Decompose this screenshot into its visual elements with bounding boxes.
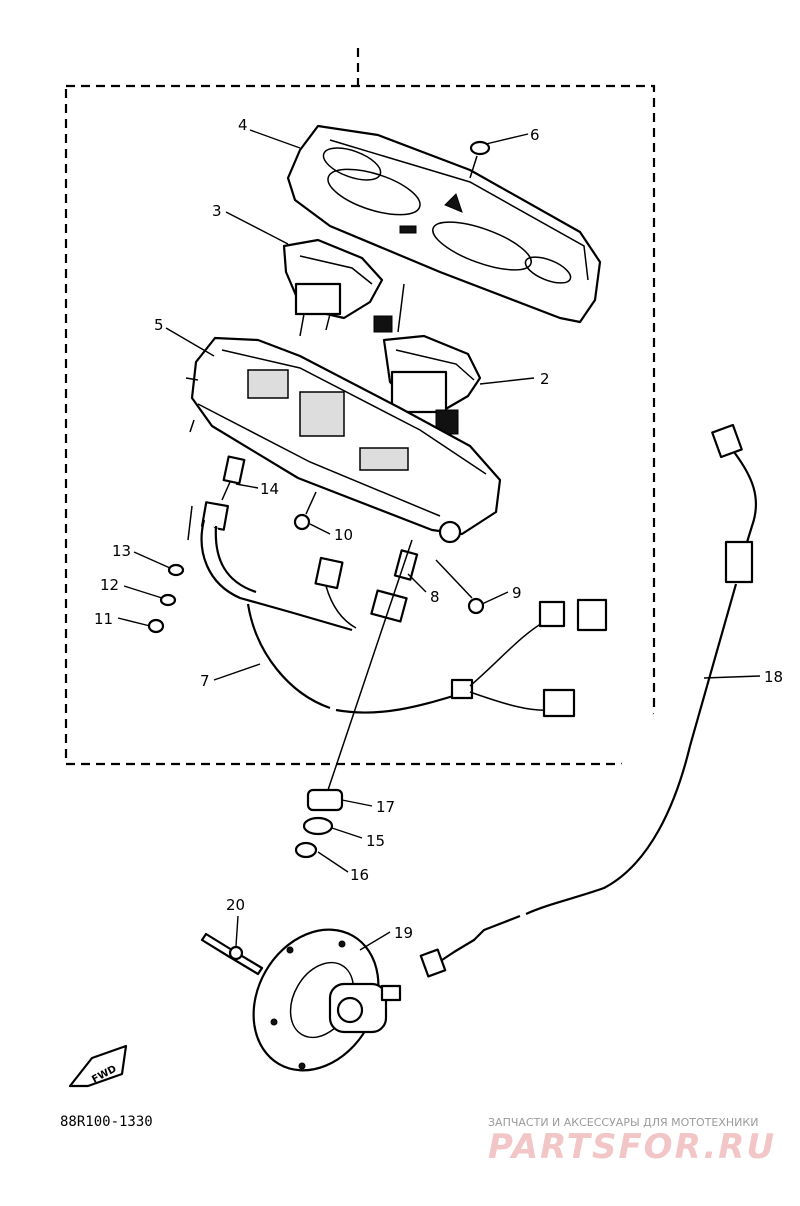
callout-20: 20 [226,896,245,914]
callout-3: 3 [212,202,222,220]
callout-labels: 4 6 3 5 2 14 10 9 8 13 12 11 7 17 15 16 … [94,116,783,942]
watermark-tagline: ЗАПЧАСТИ И АКСЕССУАРЫ ДЛЯ МОТОТЕХНИКИ [488,1116,758,1129]
callout-13: 13 [112,542,131,560]
callout-16: 16 [350,866,369,884]
callout-11: 11 [94,610,113,628]
screw-10[interactable] [293,491,317,531]
callout-12: 12 [100,576,119,594]
callout-18: 18 [764,668,783,686]
callout-6: 6 [530,126,540,144]
callout-9: 9 [512,584,522,602]
callout-10: 10 [334,526,353,544]
speedometer-cable[interactable] [419,423,758,978]
diagram-code: 88R100-1330 [60,1114,153,1130]
callout-4: 4 [238,116,248,134]
fwd-arrow-icon: FWD [68,1044,128,1088]
meter-cover[interactable] [286,124,602,324]
assembly-boundary [64,48,656,766]
grommet-washer-nut[interactable] [294,539,413,859]
callout-2: 2 [540,370,550,388]
callout-14: 14 [260,480,279,498]
speedometer-gear-unit[interactable] [229,907,403,1093]
socket-8[interactable] [393,549,419,581]
watermark: ЗАПЧАСТИ И АКСЕССУАРЫ ДЛЯ МОТОТЕХНИКИ PA… [488,1116,776,1167]
watermark-brand: PARTSFOR.RU [488,1127,776,1167]
small-parts-left[interactable] [147,505,193,634]
tachometer[interactable] [373,283,482,435]
speedometer[interactable] [282,238,384,337]
meter-case[interactable] [185,336,502,544]
leader-lines [117,129,761,951]
socket-14[interactable] [221,455,246,501]
callout-17: 17 [376,798,395,816]
wire-harness[interactable] [200,501,608,718]
callout-8: 8 [430,588,440,606]
cotter-pin[interactable] [200,932,264,976]
screw-6[interactable] [469,140,491,179]
callout-7: 7 [200,672,210,690]
callout-15: 15 [366,832,385,850]
screw-9[interactable] [435,559,485,615]
callout-5: 5 [154,316,164,334]
callout-19: 19 [394,924,413,942]
